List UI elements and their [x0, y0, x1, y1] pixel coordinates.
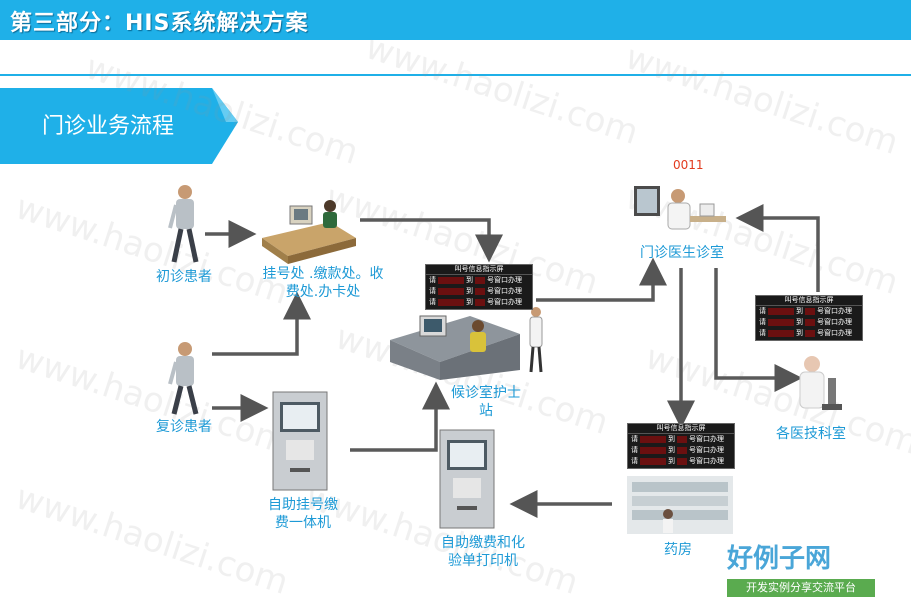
brand-logo-text: 好例子网 — [727, 538, 831, 575]
nurse-station-figure — [390, 307, 542, 380]
label-doctor-office: 门诊医生诊室 — [640, 244, 724, 262]
doctor-figure — [634, 186, 726, 229]
pharmacy-figure — [627, 476, 733, 534]
label-nurse-station: 候诊室护士站 — [438, 384, 534, 420]
arrow-medtech-to-doctor — [746, 218, 818, 292]
ticket-number: 0011 — [673, 158, 704, 172]
arrow-kiosk-to-nurse — [350, 392, 436, 450]
arrow-nurse-to-doctor — [536, 268, 653, 300]
label-self-registration: 自助挂号缴费一体机 — [258, 496, 348, 532]
call-board: 叫号信息指示屏 请到号窗口办理 请到号窗口办理 请到号窗口办理 — [425, 264, 533, 310]
label-return-visit: 复诊患者 — [156, 418, 212, 436]
label-pharmacy: 药房 — [664, 541, 692, 559]
self-registration-kiosk-figure — [273, 392, 327, 490]
arrow-registration-to-nurse — [360, 220, 489, 252]
label-registration: 挂号处 .缴款处。收费处.办卡处 — [258, 265, 388, 301]
medtech-figure — [800, 356, 842, 410]
registration-desk-figure — [262, 200, 356, 264]
call-board: 叫号信息指示屏 请到号窗口办理 请到号窗口办理 请到号窗口办理 — [755, 295, 863, 341]
label-first-visit: 初诊患者 — [156, 268, 212, 286]
call-board: 叫号信息指示屏 请到号窗口办理 请到号窗口办理 请到号窗口办理 — [627, 423, 735, 469]
brand-tagline: 开发实例分享交流平台 — [727, 579, 875, 597]
label-self-payment: 自助缴费和化验单打印机 — [428, 534, 538, 570]
self-payment-kiosk-figure — [440, 430, 494, 528]
arrow-return-to-registration — [212, 302, 297, 354]
patient-return-visit-figure — [170, 342, 196, 414]
patient-first-visit-figure — [170, 185, 196, 262]
label-medtech: 各医技科室 — [776, 425, 846, 443]
